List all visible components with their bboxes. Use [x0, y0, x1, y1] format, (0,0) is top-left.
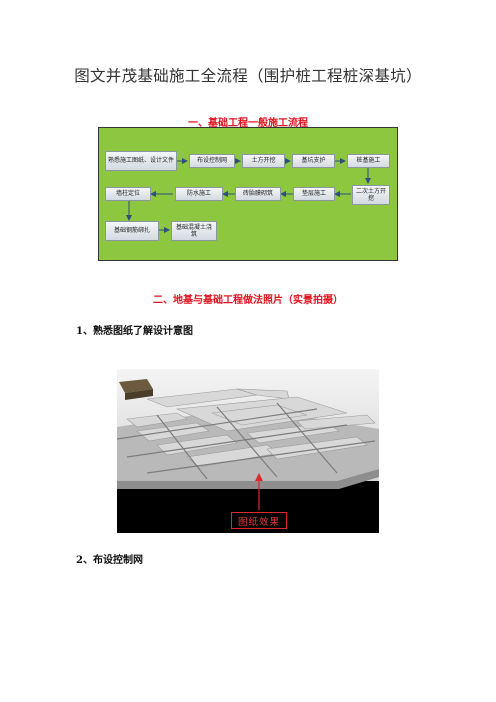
flow-step-12: 基础混凝土浇筑	[171, 221, 217, 241]
flow-step-11: 基础钢筋绑扎	[105, 221, 159, 241]
flow-step-1: 熟悉施工图纸、设计文件	[105, 151, 177, 171]
caption-pointer-arrowhead	[255, 473, 263, 481]
flowchart-connectors	[126, 158, 371, 233]
flow-step-6: 二次土方开挖	[352, 185, 390, 205]
flow-step-7: 垫层施工	[293, 187, 335, 201]
flow-step-10: 墙柱定位	[105, 187, 151, 201]
flow-step-4: 基坑支护	[292, 154, 335, 168]
flow-step-8: 砖胎膜砌筑	[235, 187, 281, 201]
section-heading-flow: 一、基础工程一般施工流程	[188, 118, 308, 129]
photo-caption: 图纸效果	[231, 512, 287, 529]
section-heading-photos: 二、地基与基础工程做法照片（实景拍摄）	[153, 295, 343, 306]
flow-step-9: 防水施工	[175, 187, 223, 201]
document-title: 图文并茂基础施工全流程（围护桩工程桩深基坑）	[74, 67, 422, 85]
flow-step-2: 布设控制网	[189, 154, 235, 168]
site-model-photo: 图纸效果	[117, 369, 379, 533]
flow-step-3: 土方开挖	[242, 154, 285, 168]
flow-step-5: 桩基施工	[347, 154, 390, 168]
building-model-image	[117, 369, 379, 510]
step-heading-drawings: 1、熟悉图纸了解设计意图	[76, 326, 193, 337]
step-heading-control-network: 2、布设控制网	[76, 555, 143, 566]
flowchart: 熟悉施工图纸、设计文件 布设控制网 土方开挖 基坑支护 桩基施工 二次土方开挖 …	[98, 127, 398, 261]
